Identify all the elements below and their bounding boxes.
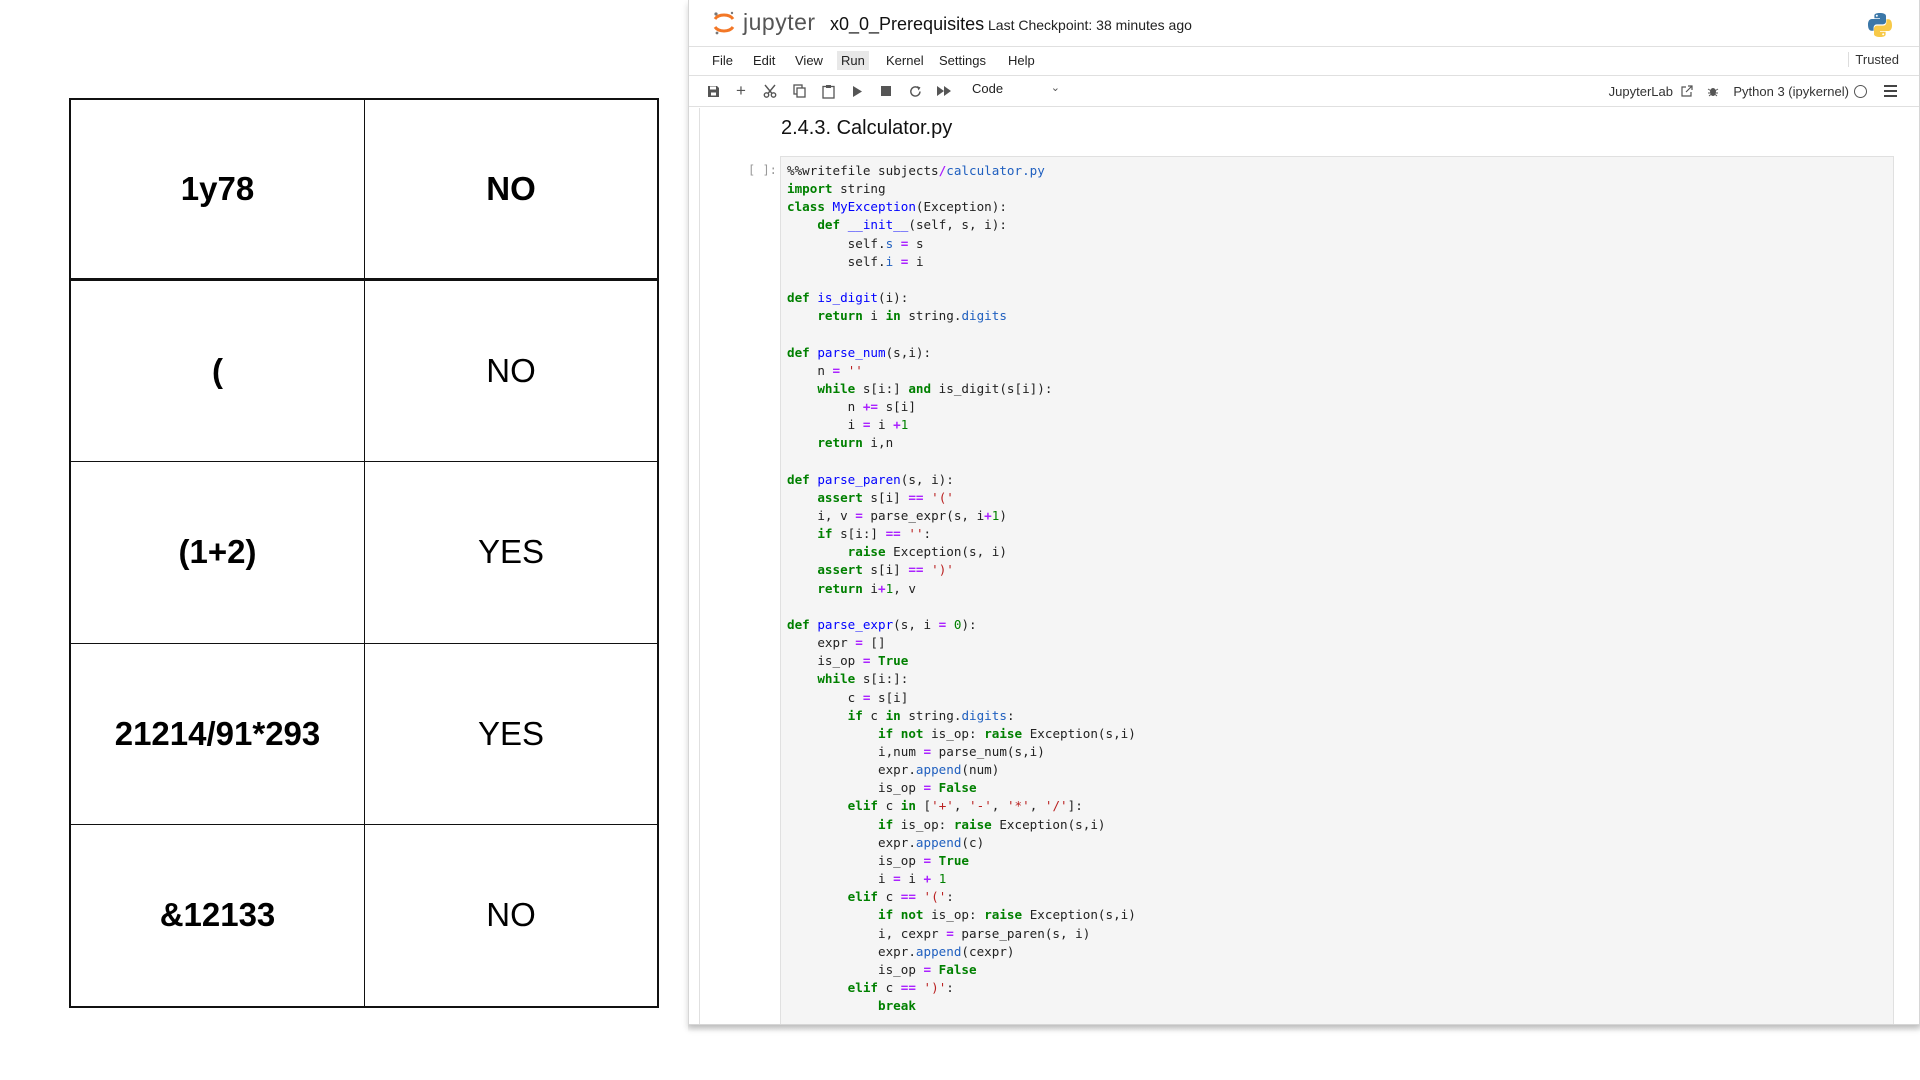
notebook-toolbar: + Code ⌄ JupyterLab bbox=[689, 76, 1919, 107]
checkpoint-status: Last Checkpoint: 38 minutes ago bbox=[988, 17, 1192, 33]
table-cell-input: (1+2) bbox=[71, 462, 365, 644]
menu-run[interactable]: Run bbox=[837, 51, 869, 70]
table-cell-input: &12133 bbox=[71, 824, 365, 1006]
menu-view[interactable]: View bbox=[795, 53, 823, 68]
title-bar: jupyter x0_0_Prerequisites Last Checkpoi… bbox=[689, 0, 1919, 47]
menu-settings[interactable]: Settings bbox=[939, 53, 986, 68]
table-cell-result: YES bbox=[365, 644, 657, 825]
menu-hamburger-icon[interactable] bbox=[1884, 85, 1897, 97]
cell-type-select[interactable]: Code ⌄ bbox=[972, 81, 1062, 101]
menu-bar: File Edit View Run Kernel Settings Help … bbox=[689, 47, 1919, 76]
restart-kernel-icon[interactable] bbox=[905, 81, 925, 101]
section-heading: 2.4.3. Calculator.py bbox=[781, 117, 953, 139]
cut-icon[interactable] bbox=[760, 81, 780, 101]
table-cell-input: 1y78 bbox=[71, 100, 365, 282]
chevron-down-icon: ⌄ bbox=[1050, 82, 1060, 94]
python-logo-icon bbox=[1868, 13, 1892, 37]
restart-run-all-icon[interactable] bbox=[934, 81, 954, 101]
table-cell-input: 21214/91*293 bbox=[71, 643, 365, 825]
table-cell-result: NO bbox=[365, 281, 657, 463]
menu-file[interactable]: File bbox=[712, 53, 733, 68]
notebook-title[interactable]: x0_0_Prerequisites bbox=[830, 14, 985, 34]
cell-prompt: [ ]: bbox=[748, 163, 777, 177]
table-cell-input: ( bbox=[71, 281, 365, 463]
table-cell-result: YES bbox=[365, 462, 657, 644]
code-editor[interactable]: %%writefile subjects/calculator.py impor… bbox=[787, 163, 1136, 1014]
kernel-name[interactable]: Python 3 (ipykernel) bbox=[1733, 84, 1849, 99]
add-cell-icon[interactable]: + bbox=[736, 81, 746, 100]
jupyterlab-link[interactable]: JupyterLab bbox=[1608, 84, 1673, 99]
external-link-icon[interactable] bbox=[1677, 81, 1697, 101]
notebook-panel[interactable]: 2.4.3. Calculator.py [ ]: %%writefile su… bbox=[699, 108, 1912, 1024]
jupyter-window: jupyter x0_0_Prerequisites Last Checkpoi… bbox=[688, 0, 1920, 1025]
stop-kernel-icon[interactable] bbox=[876, 81, 896, 101]
menu-edit[interactable]: Edit bbox=[753, 53, 776, 68]
run-cell-icon[interactable] bbox=[847, 81, 867, 101]
menu-help[interactable]: Help bbox=[1008, 53, 1035, 68]
kernel-status-icon bbox=[1854, 85, 1867, 98]
table-cell-result: NO bbox=[486, 896, 536, 934]
menu-kernel[interactable]: Kernel bbox=[886, 53, 924, 68]
jupyter-logo-text: jupyter bbox=[743, 9, 816, 35]
trusted-indicator[interactable]: Trusted bbox=[1848, 52, 1899, 67]
code-cell[interactable]: %%writefile subjects/calculator.py impor… bbox=[780, 156, 1894, 1024]
cell-type-value: Code bbox=[972, 81, 1004, 96]
debugger-bug-icon[interactable] bbox=[1703, 81, 1723, 101]
paste-icon[interactable] bbox=[818, 81, 838, 101]
copy-icon[interactable] bbox=[789, 81, 809, 101]
save-icon[interactable] bbox=[703, 81, 723, 101]
table-cell-result: NO bbox=[365, 100, 657, 282]
jupyter-logo-icon[interactable] bbox=[711, 10, 737, 36]
